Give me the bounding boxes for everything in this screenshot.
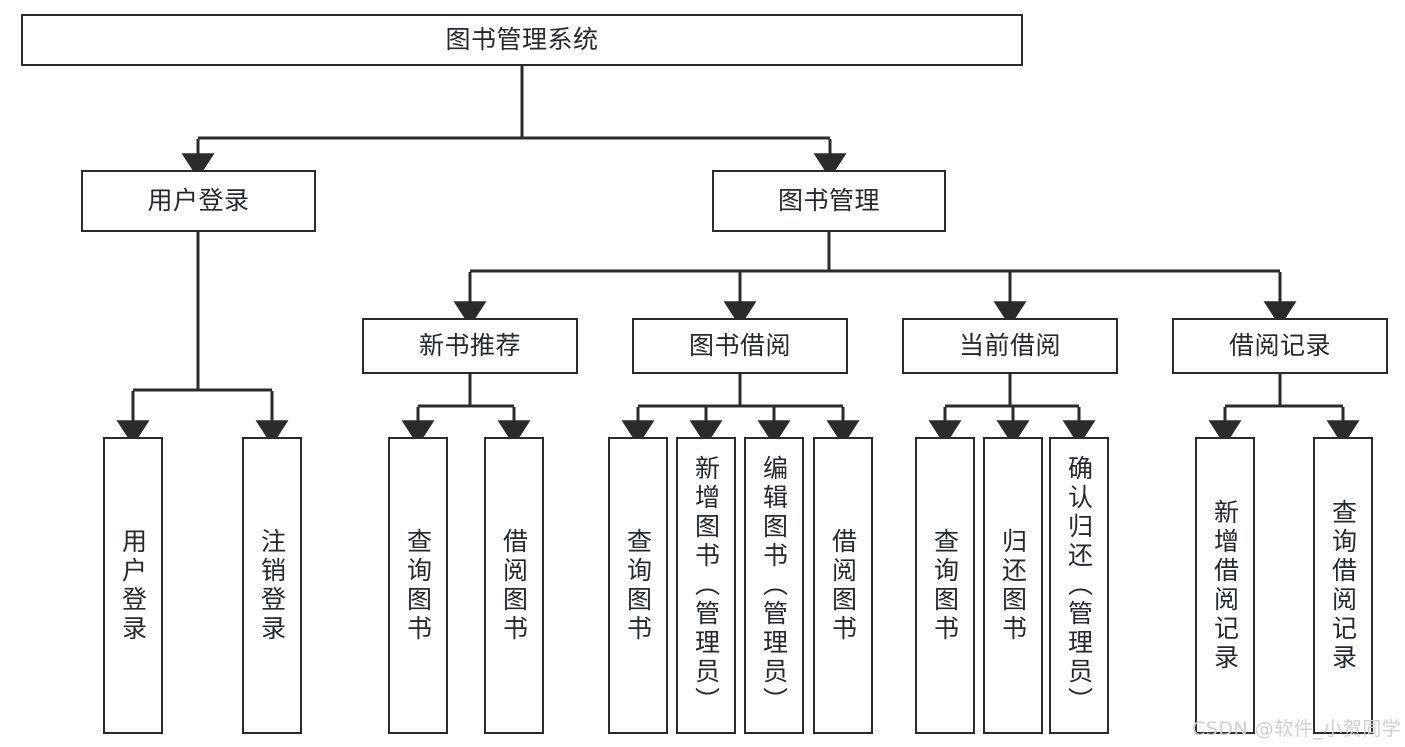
node-user-login[interactable]: 用户登录 xyxy=(81,170,316,232)
node-book-manage[interactable]: 图书管理 xyxy=(712,170,946,232)
node-current-borrow[interactable]: 当前借阅 xyxy=(902,318,1118,374)
node-book-borrow-label: 图书借阅 xyxy=(688,331,791,361)
node-leaf-edit-book-label: 编辑图书（管理员） xyxy=(759,455,789,716)
node-new-book-recommend[interactable]: 新书推荐 xyxy=(362,318,578,374)
node-borrow-record-label: 借阅记录 xyxy=(1228,331,1331,361)
node-root-label: 图书管理系统 xyxy=(445,25,599,55)
node-leaf-query-borrow-record-label: 查询借阅记录 xyxy=(1328,498,1358,673)
node-new-book-recommend-label: 新书推荐 xyxy=(418,331,521,361)
node-leaf-add-borrow-record[interactable]: 新增借阅记录 xyxy=(1195,437,1255,734)
node-leaf-borrow-book-2[interactable]: 借阅图书 xyxy=(813,437,873,734)
node-leaf-add-borrow-record-label: 新增借阅记录 xyxy=(1210,498,1240,673)
edge-root-to-level1 xyxy=(181,66,847,179)
node-root[interactable]: 图书管理系统 xyxy=(21,14,1023,66)
node-leaf-confirm-return-label: 确认归还（管理员） xyxy=(1064,455,1094,716)
node-leaf-add-book-label: 新增图书（管理员） xyxy=(691,455,721,716)
node-user-login-label: 用户登录 xyxy=(147,186,250,216)
node-leaf-return-book[interactable]: 归还图书 xyxy=(983,437,1043,734)
edge-borrow-record-to-leaves xyxy=(1208,374,1360,446)
node-current-borrow-label: 当前借阅 xyxy=(958,331,1061,361)
node-leaf-query-borrow-record[interactable]: 查询借阅记录 xyxy=(1313,437,1373,734)
edge-current-borrow-to-leaves xyxy=(928,374,1096,446)
node-borrow-record[interactable]: 借阅记录 xyxy=(1172,318,1388,374)
node-leaf-user-logout[interactable]: 注销登录 xyxy=(242,437,302,734)
edge-user-login-to-leaves xyxy=(116,232,289,446)
node-leaf-query-book-3-label: 查询图书 xyxy=(930,527,960,644)
node-leaf-user-login-label: 用户登录 xyxy=(118,527,148,644)
node-leaf-query-book-3[interactable]: 查询图书 xyxy=(915,437,975,734)
node-leaf-borrow-book-1[interactable]: 借阅图书 xyxy=(484,437,544,734)
node-leaf-return-book-label: 归还图书 xyxy=(998,527,1028,644)
node-leaf-borrow-book-1-label: 借阅图书 xyxy=(499,527,529,644)
node-book-manage-label: 图书管理 xyxy=(777,186,880,216)
node-leaf-borrow-book-2-label: 借阅图书 xyxy=(828,527,858,644)
edge-new-book-recommend-to-leaves xyxy=(401,374,531,446)
node-leaf-user-logout-label: 注销登录 xyxy=(257,527,287,644)
node-book-borrow[interactable]: 图书借阅 xyxy=(632,318,848,374)
edge-book-borrow-to-leaves xyxy=(621,374,860,446)
node-leaf-query-book-2[interactable]: 查询图书 xyxy=(608,437,668,734)
node-leaf-user-login[interactable]: 用户登录 xyxy=(103,437,163,734)
node-leaf-query-book-1[interactable]: 查询图书 xyxy=(388,437,448,734)
edge-book-manage-to-level2 xyxy=(453,232,1297,327)
node-leaf-query-book-2-label: 查询图书 xyxy=(623,527,653,644)
watermark-csdn: CSDN @软件_小贺同学 xyxy=(1192,718,1402,740)
node-leaf-query-book-1-label: 查询图书 xyxy=(403,527,433,644)
node-leaf-edit-book[interactable]: 编辑图书（管理员） xyxy=(744,437,804,734)
node-leaf-add-book[interactable]: 新增图书（管理员） xyxy=(676,437,736,734)
node-leaf-confirm-return[interactable]: 确认归还（管理员） xyxy=(1049,437,1109,734)
